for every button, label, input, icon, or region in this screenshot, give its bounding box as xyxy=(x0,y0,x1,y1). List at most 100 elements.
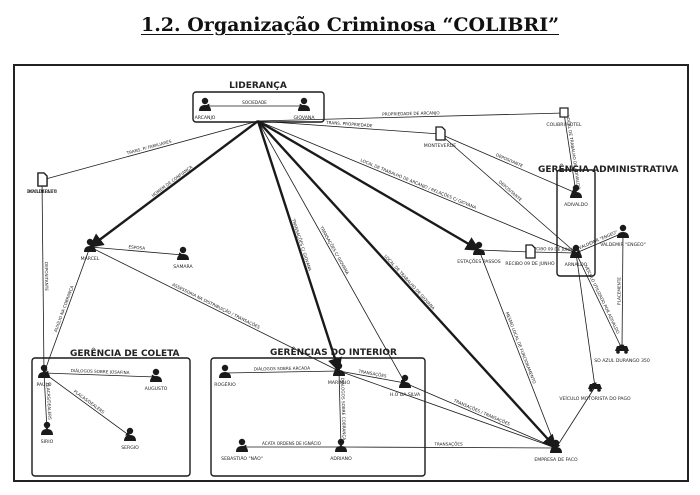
node-samara: SAMARA xyxy=(173,246,194,270)
node-estacionamento: ESTAÇÕES PASSOS xyxy=(457,241,501,265)
diagram-frame xyxy=(13,64,689,482)
edge-line xyxy=(41,179,47,374)
edge-line xyxy=(619,232,625,350)
person-icon xyxy=(298,97,310,111)
person-icon xyxy=(570,244,582,258)
edge-line xyxy=(439,133,577,194)
edge-line xyxy=(43,372,131,437)
edge-label: HOMEM DE CONFIANÇA xyxy=(151,164,194,198)
edge-label: DEPOSITANTE xyxy=(44,262,49,291)
edge-line xyxy=(575,252,623,350)
node-arnaldo: ARNALDO xyxy=(565,244,588,268)
edge-rogerio-marinho: DIÁLOGOS SOBRE ARCADA xyxy=(224,366,340,374)
node-label: AUGUSTO xyxy=(145,386,168,392)
edge-label: LOCAL DE TRABALHO DE ARCANJO / RELAÇÕES … xyxy=(360,158,477,210)
edge-line xyxy=(43,246,91,374)
person-icon xyxy=(177,246,189,260)
edge-line xyxy=(88,120,259,248)
node-label: ROGÉRIO xyxy=(214,380,236,388)
edge-paulo-sergio: PLACAS/DEALERS xyxy=(43,372,131,437)
document-icon xyxy=(435,126,446,141)
node-arcanjo: ARCANJO xyxy=(195,97,216,121)
edge-label: PLACEMENTE xyxy=(616,277,621,305)
edge-line xyxy=(43,370,157,380)
node-label: MARINHO xyxy=(328,380,351,386)
edge-line xyxy=(478,249,531,255)
edge-line xyxy=(563,112,578,194)
node-rogerio: ROGÉRIO xyxy=(214,364,236,388)
person-icon xyxy=(84,238,96,252)
edge-label: RECIBO 09 DE JUNHO xyxy=(531,246,577,252)
edge-label: VEÍCULO UTILIZADO POR ADIVALDO xyxy=(584,264,621,335)
node-veiculo_motorista: VEÍCULO MOTORISTA DO PAGO xyxy=(559,384,631,402)
node-monteverde: MONTEVERDE xyxy=(424,126,456,149)
edge-label: DEPOSITANTE xyxy=(495,152,524,168)
edge-line xyxy=(257,119,481,252)
person-icon xyxy=(570,184,582,198)
building-icon xyxy=(559,107,569,118)
edge-line xyxy=(257,120,406,384)
edge-line xyxy=(340,445,557,451)
person-icon xyxy=(335,438,347,452)
person-icon xyxy=(41,421,53,435)
node-label: ESTAÇÕES PASSOS xyxy=(457,258,500,265)
edge-lideranca-documento: TRANS. P/ FAMILIARES xyxy=(41,120,259,182)
car-icon xyxy=(588,384,602,392)
edge-label: PLACAS/DEALERS xyxy=(73,389,106,415)
edge-line xyxy=(224,368,340,374)
node-giovana: GIOVANA xyxy=(293,97,315,121)
node-label: GIOVANA xyxy=(293,115,315,121)
edge-marcel-samara: ESPOSA xyxy=(89,244,184,258)
edge-line xyxy=(257,120,557,450)
node-recibo: RECIBO 09 DE JUNHO xyxy=(505,244,555,267)
edge-line xyxy=(555,386,596,449)
node-sirio: SIRIO xyxy=(41,421,54,445)
edge-documento-paulo: DEPOSITANTE xyxy=(41,179,49,374)
person-icon xyxy=(150,368,162,382)
node-label: ADIVALDO xyxy=(564,202,588,208)
edge-line xyxy=(89,246,340,372)
node-label: SIRIO xyxy=(41,439,54,445)
edge-line xyxy=(478,249,557,449)
edge-lideranca-empresa: LOCAL DE TRABALHO DE GIOVANA xyxy=(257,120,557,450)
edge-label: SOCIEDADE xyxy=(242,100,267,105)
person-icon xyxy=(333,362,345,376)
edge-valdemir-arnaldo: VALDEMIR "ENGEO" xyxy=(575,229,624,254)
edge-label: TRANSAÇÕES xyxy=(433,441,463,446)
edge-label: TRANS. PROPRIEDADE xyxy=(325,120,373,128)
page-title-text: 1.2. Organização Criminosa “COLIBRI” xyxy=(140,14,560,36)
node-adriano: ADRIANO xyxy=(330,438,352,462)
edge-label: TRANSAÇÕES xyxy=(357,368,387,378)
person-icon xyxy=(38,364,50,378)
node-label: PAULO xyxy=(37,382,52,388)
node-label: RECIBO 09 DE JUNHO xyxy=(505,261,555,267)
person-icon xyxy=(550,439,562,453)
edge-line xyxy=(257,120,441,137)
node-label: COLIBRI HOTEL xyxy=(546,122,582,128)
edge-line xyxy=(338,370,406,385)
edge-line xyxy=(89,246,184,258)
person-icon xyxy=(236,438,248,452)
group-box-interior xyxy=(210,357,426,477)
edge-silva-empresa: TRANSAÇÕES / TRANSAÇÕES xyxy=(404,382,557,449)
edge-paulo-sirio: PLACAS/DEALERS xyxy=(43,372,53,431)
edge-label: PLACAS/DEALERS xyxy=(46,383,53,420)
node-label: SAMARA xyxy=(173,264,193,270)
edge-line xyxy=(257,110,565,122)
group-administrativa: GERÊNCIA ADMINISTRATIVA xyxy=(538,163,678,277)
person-icon xyxy=(473,241,485,255)
edge-line xyxy=(575,232,624,254)
edge-line xyxy=(575,252,597,388)
edge-valdemir-carro_azul: PLACEMENTE xyxy=(616,232,625,350)
node-augusto: AUGUSTO xyxy=(145,368,168,392)
edge-lideranca-arnaldo: LOCAL DE TRABALHO DE ARCANJO / RELAÇÕES … xyxy=(257,120,577,254)
edge-monteverde-adivaldo: DEPOSITANTE xyxy=(439,133,577,194)
edge-label: AUXÍLIO NA COBRANÇA xyxy=(53,285,75,333)
edge-line xyxy=(256,120,342,373)
document-icon xyxy=(37,172,48,187)
node-sebastiao: SEBASTIÃO "NÃO" xyxy=(221,438,263,462)
edge-label: ESPOSA xyxy=(128,244,145,250)
node-valdemir: VALDEMIR "ENGEO" xyxy=(600,224,646,248)
group-box-coleta xyxy=(31,357,191,477)
edge-line xyxy=(404,382,557,449)
